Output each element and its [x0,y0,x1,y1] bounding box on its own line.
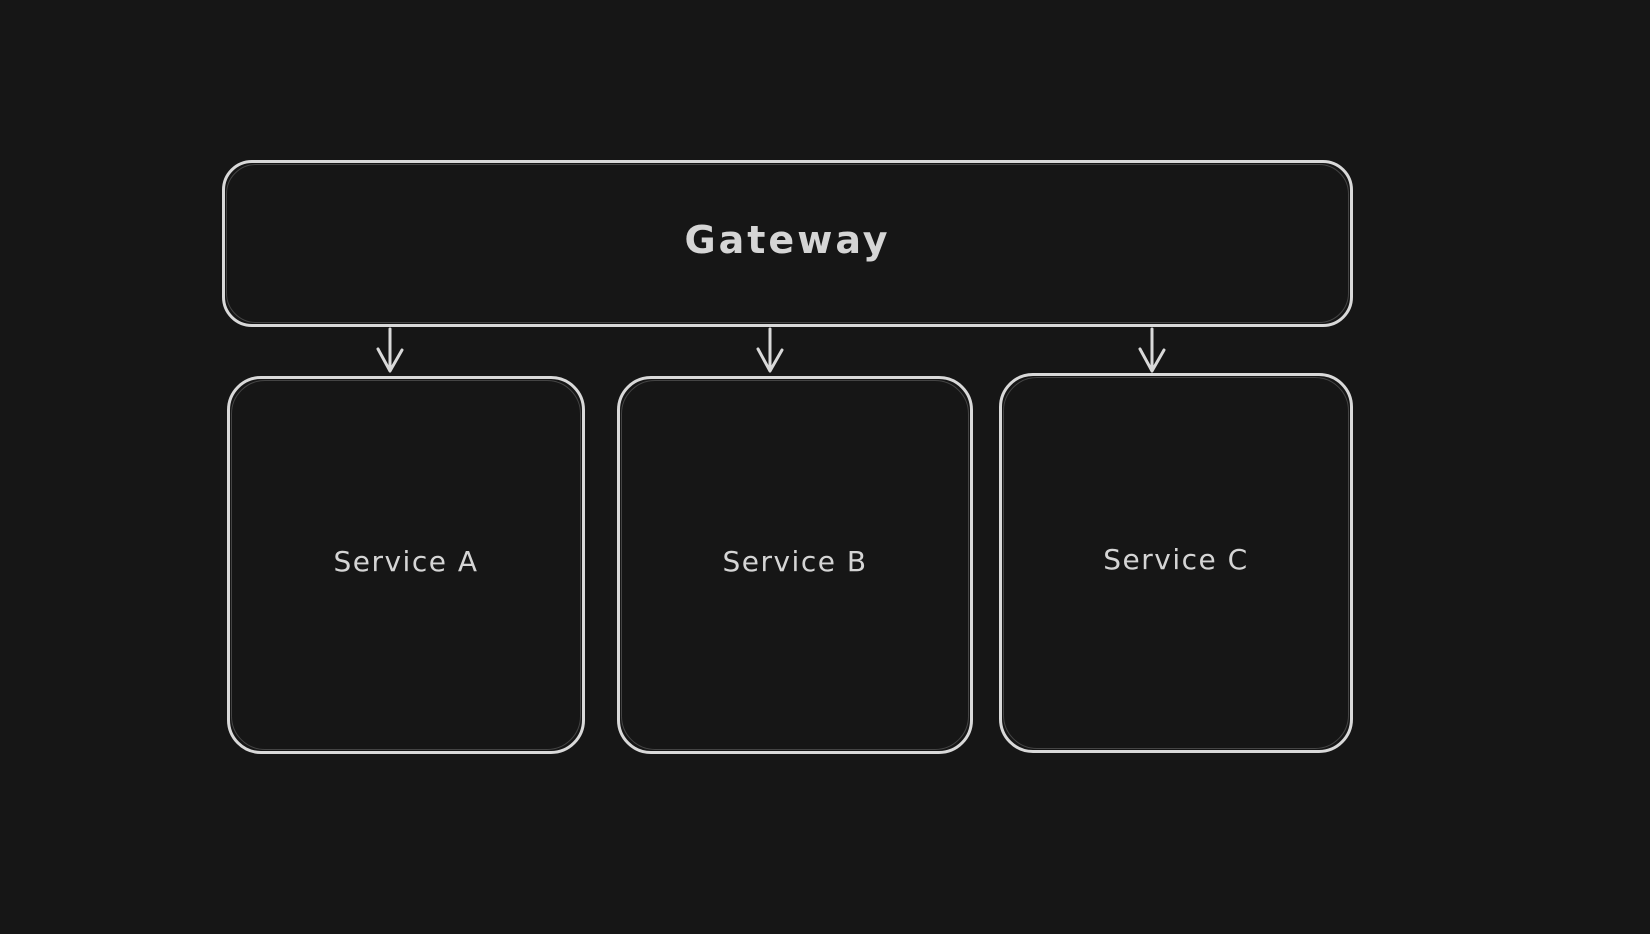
node-service-b[interactable]: Service B [617,376,973,754]
node-service-c-label: Service C [1103,542,1249,576]
node-service-a-label: Service A [333,544,479,578]
node-gateway-label: Gateway [684,217,891,262]
arrow-gateway-to-service-a-icon[interactable] [376,327,404,373]
arrow-gateway-to-service-c-icon[interactable] [1138,327,1166,373]
node-gateway[interactable]: Gateway [222,160,1353,327]
node-service-a[interactable]: Service A [227,376,585,754]
node-service-c[interactable]: Service C [999,373,1353,753]
node-service-b-label: Service B [722,544,868,578]
arrow-gateway-to-service-b-icon[interactable] [756,327,784,373]
